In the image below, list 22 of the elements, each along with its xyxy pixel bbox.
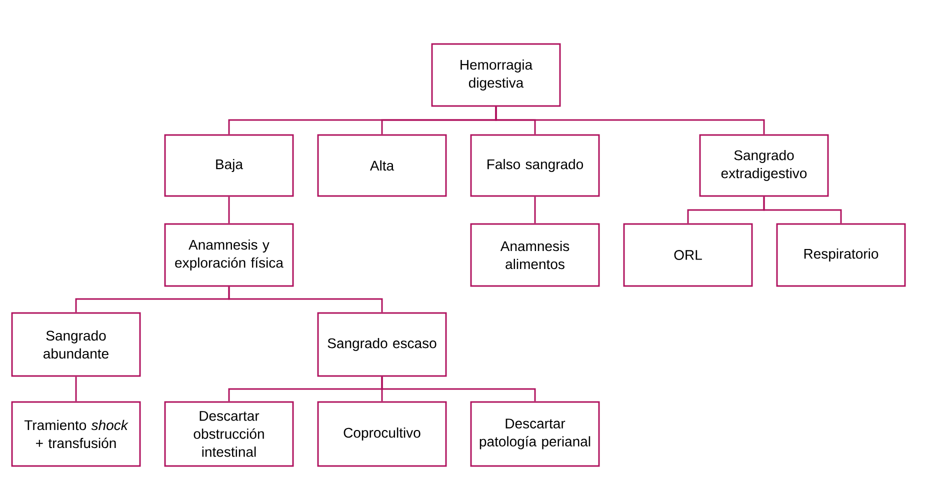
connector-line [534, 196, 536, 224]
connector-line [228, 196, 230, 224]
process-box: Tramiento shock + transfusión [11, 401, 141, 467]
process-box: Sangrado extradigestivo [699, 134, 829, 197]
process-box: Anamnesis alimentos [470, 223, 600, 287]
process-box: Alta [317, 134, 447, 197]
process-box: Sangrado abundante [11, 312, 141, 377]
process-box: Baja [164, 134, 294, 197]
process-box: Falso sangrado [470, 134, 600, 197]
connector-line [75, 376, 77, 402]
process-box: ORL [623, 223, 753, 287]
process-box: Coprocultivo [317, 401, 447, 467]
process-box: Anamnesis y exploración física [164, 223, 294, 287]
process-box: Descartar patología perianal [470, 401, 600, 467]
connector-line [381, 376, 536, 402]
process-box: Descartar obstrucción intestinal [164, 401, 294, 467]
process-box: Respiratorio [776, 223, 906, 287]
process-box: Hemorragia digestiva [431, 43, 561, 107]
connector-line [763, 196, 842, 224]
connector-line [495, 106, 765, 134]
process-box: Sangrado escaso [317, 312, 447, 377]
connector-line [228, 286, 383, 312]
